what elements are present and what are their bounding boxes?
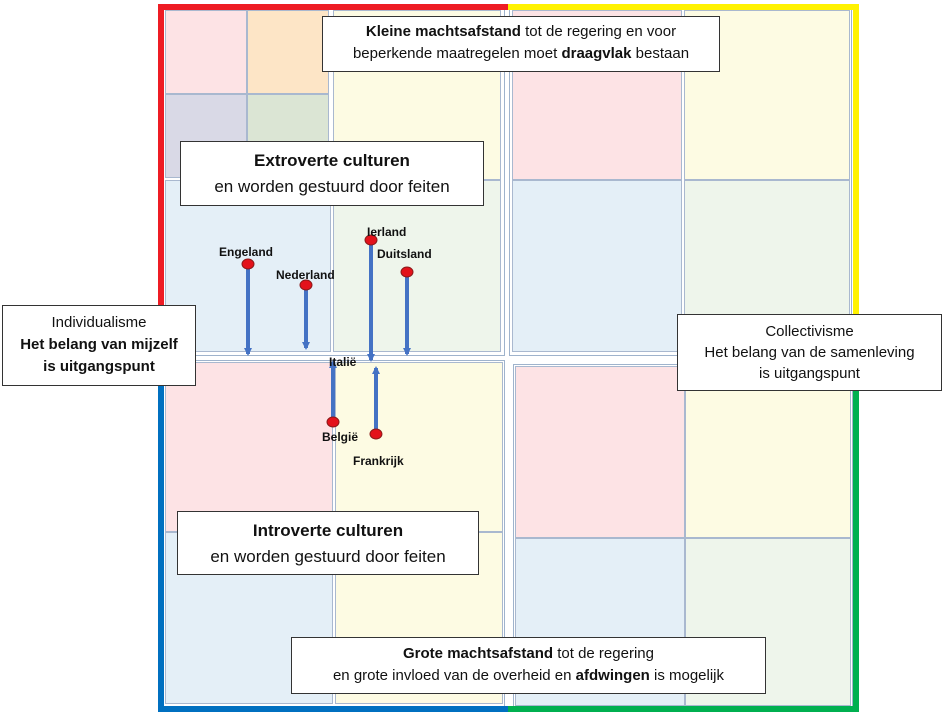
individualism-title: Individualisme (51, 314, 147, 331)
label-duitsland: Duitsland (377, 247, 432, 261)
dot-duitsland (400, 266, 414, 278)
cell-br-2 (685, 366, 851, 538)
label-belgie: België (322, 430, 359, 444)
collectivism-box: Collectivisme Het belang van de samenlev… (677, 314, 942, 391)
frame-green-bottom (508, 706, 859, 712)
top-box-text: tot de regering en voor (520, 23, 677, 40)
bottom-box: Grote machtsafstand tot de regering en g… (291, 637, 766, 694)
label-engeland: Engeland (219, 245, 274, 259)
top-box-line1: Kleine machtsafstand tot de regering en … (323, 21, 719, 43)
frame-red-top (158, 4, 508, 10)
bottom-box-bold2: afdwingen (575, 667, 650, 684)
label-nederland: Nederland (276, 268, 335, 282)
extrovert-box: Extroverte culturen en worden gestuurd d… (180, 141, 484, 206)
frame-blue-left (158, 356, 164, 712)
collectivism-line2: Het belang van de samenleving (704, 344, 915, 361)
cell-tl-7 (333, 180, 501, 352)
introvert-box: Introverte culturen en worden gestuurd d… (177, 511, 479, 575)
cell-tl-1 (165, 10, 247, 94)
individualism-line3: is uitgangspunt (43, 358, 155, 375)
top-box: Kleine machtsafstand tot de regering en … (322, 16, 720, 72)
dot-belgie (326, 416, 340, 428)
individualism-line2: Het belang van mijzelf (20, 336, 178, 353)
introvert-title: Introverte culturen (252, 521, 404, 540)
collectivism-line3: is uitgangspunt (759, 365, 860, 382)
dot-engeland (241, 258, 255, 270)
frame-yellow-top (508, 4, 859, 10)
label-frankrijk: Frankrijk (353, 454, 404, 468)
label-ierland: Ierland (367, 225, 407, 239)
bottom-box-text: tot de regering (553, 645, 654, 662)
top-box-bold2: draagvlak (561, 45, 632, 62)
extrovert-subtitle: en worden gestuurd door feiten (214, 177, 450, 196)
dot-nederland (299, 279, 313, 291)
bottom-box-line1: Grote machtsafstand tot de regering (292, 643, 765, 665)
bottom-box-bold: Grote machtsafstand (403, 645, 554, 662)
cell-bl-2 (335, 362, 503, 532)
label-italie: Italië (329, 355, 357, 369)
frame-blue-bottom (158, 706, 508, 712)
frame-green-right (853, 356, 859, 712)
introvert-subtitle: en worden gestuurd door feiten (210, 547, 446, 566)
frame-red-left (158, 4, 164, 356)
dot-frankrijk (369, 428, 383, 440)
top-box-text2: beperkende maatregelen moet (352, 45, 562, 62)
cell-tr-3 (512, 180, 682, 352)
bottom-box-text2: en grote invloed van de overheid en (332, 667, 576, 684)
frame-yellow-right (853, 4, 859, 356)
top-box-bold: Kleine machtsafstand (365, 23, 521, 40)
top-box-text3: bestaan (631, 45, 690, 62)
cell-tl-2 (247, 10, 329, 94)
cell-bl-1 (165, 362, 333, 532)
bottom-box-line2: en grote invloed van de overheid en afdw… (292, 665, 765, 687)
individualism-box: Individualisme Het belang van mijzelf is… (2, 305, 196, 386)
extrovert-title: Extroverte culturen (254, 151, 410, 170)
bottom-box-text3: is mogelijk (649, 667, 725, 684)
cell-br-1 (515, 366, 685, 538)
top-box-line2: beperkende maatregelen moet draagvlak be… (323, 43, 719, 65)
collectivism-title: Collectivisme (765, 323, 854, 340)
dot-ierland (364, 234, 378, 246)
